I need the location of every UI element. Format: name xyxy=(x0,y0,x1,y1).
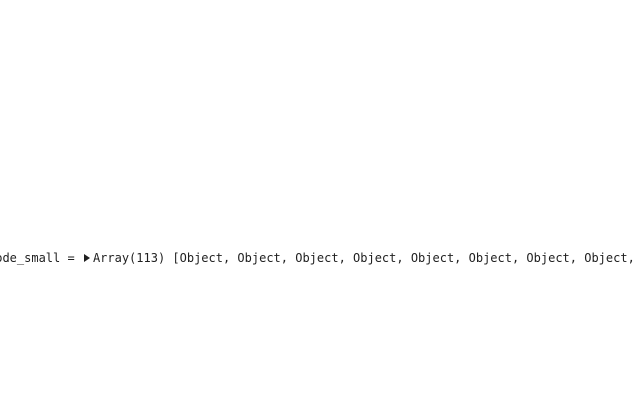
variable-name: code_small xyxy=(0,251,61,265)
assign-operator: = xyxy=(60,251,82,265)
array-label[interactable]: Array(113) xyxy=(92,251,166,265)
console-log-content: code_small = Array(113) [Object, Object,… xyxy=(0,249,640,267)
triangle-right-icon[interactable] xyxy=(83,254,90,262)
array-preview: [Object, Object, Object, Object, Object,… xyxy=(172,251,640,265)
console-log-line: code_small = Array(113) [Object, Object,… xyxy=(0,249,640,267)
